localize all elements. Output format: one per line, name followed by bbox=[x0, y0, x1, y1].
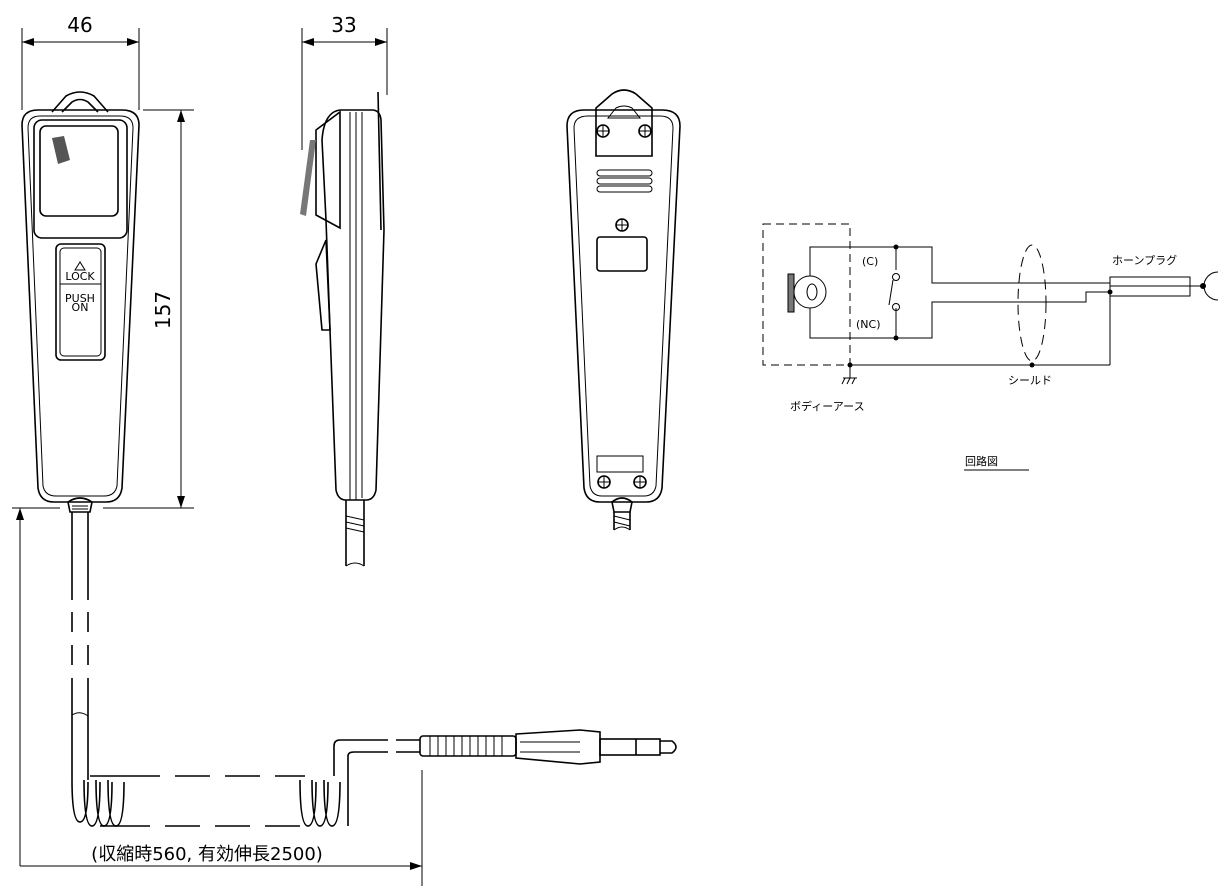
screw-icon bbox=[615, 218, 629, 232]
grille-dots-icon bbox=[52, 136, 70, 164]
vent-slots bbox=[596, 169, 653, 193]
shield-label: シールド bbox=[1008, 374, 1052, 387]
grille-hatch-icon bbox=[300, 140, 316, 216]
dim-height-157: 157 bbox=[103, 109, 194, 509]
ptt-button bbox=[55, 243, 106, 361]
rear-clip bbox=[595, 89, 653, 157]
speaker-window bbox=[33, 119, 128, 239]
mic-body-front bbox=[21, 109, 140, 503]
mic-body-side bbox=[321, 109, 385, 501]
cable-grip-icon bbox=[72, 505, 88, 513]
circuit-diagram: (C) (NC) ホーンプラグ シールド ボディーアース 回路図 bbox=[762, 223, 1219, 471]
contact-nc-label: (NC) bbox=[856, 318, 881, 331]
mic-body-rear bbox=[566, 109, 681, 503]
microphone-icon bbox=[787, 273, 827, 313]
side-view: 33 bbox=[300, 13, 388, 567]
screw-icon bbox=[633, 475, 647, 489]
push-label: PUSH bbox=[65, 292, 95, 305]
dim-cord-length: (収縮時560, 有効伸長2500) bbox=[12, 507, 423, 886]
contact-c-label: (C) bbox=[862, 255, 878, 268]
dim-label-157: 157 bbox=[151, 291, 175, 329]
dim-label-46: 46 bbox=[67, 13, 92, 37]
phone-plug bbox=[419, 729, 677, 765]
dim-width-46: 46 bbox=[21, 13, 140, 110]
body-earth-label: ボディーアース bbox=[790, 399, 865, 413]
mic-unit-enclosure bbox=[762, 223, 851, 366]
lock-arrow-icon bbox=[74, 261, 86, 271]
rear-view bbox=[566, 89, 681, 531]
screw-icon bbox=[596, 124, 610, 138]
on-label: ON bbox=[72, 301, 89, 314]
grille-side bbox=[315, 110, 341, 230]
switch-contact bbox=[888, 279, 894, 306]
shield-ellipse bbox=[1017, 244, 1047, 362]
cord-length-note: (収縮時560, 有効伸長2500) bbox=[91, 844, 323, 865]
strain-relief bbox=[67, 497, 93, 513]
lock-label: LOCK bbox=[65, 270, 95, 283]
front-view: 46 157 LOCK PUSH ON bbox=[21, 13, 194, 513]
dim-label-33: 33 bbox=[331, 13, 356, 37]
screw-icon bbox=[638, 124, 652, 138]
coiled-cord bbox=[71, 512, 420, 827]
plug-symbol-icon bbox=[1109, 271, 1219, 301]
ground-icon bbox=[841, 365, 857, 385]
label-plate bbox=[596, 236, 648, 272]
bottom-plate bbox=[596, 455, 644, 473]
circuit-title: 回路図 bbox=[965, 455, 998, 468]
phone-plug-label: ホーンプラグ bbox=[1112, 253, 1177, 267]
screw-icon bbox=[597, 475, 611, 489]
hanger-loop bbox=[51, 91, 109, 113]
side-button bbox=[315, 239, 331, 331]
